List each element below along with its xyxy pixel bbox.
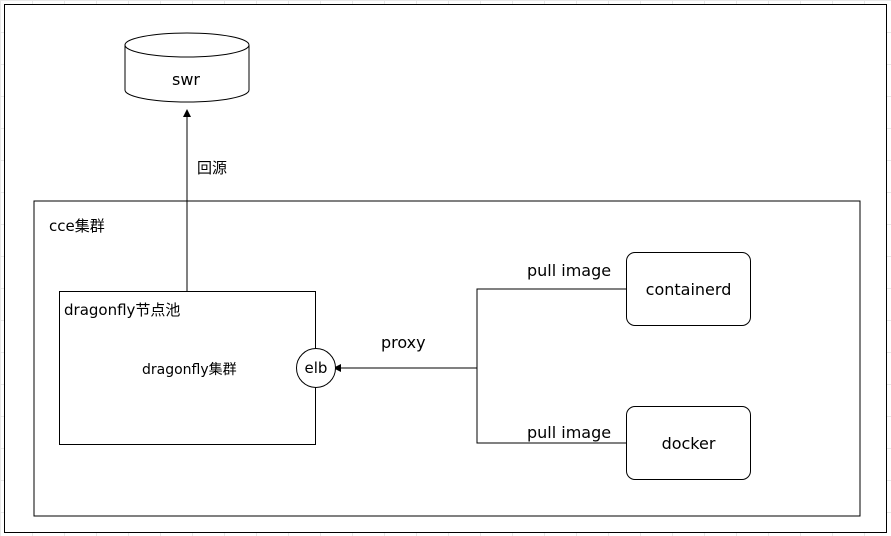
containerd-node: containerd: [626, 252, 751, 326]
docker-connector: [476, 368, 626, 444]
pull-image-label-top: pull image: [527, 261, 612, 280]
dragonfly-cluster-label: dragonfly集群: [142, 362, 237, 378]
pull-image-label-bottom: pull image: [527, 423, 612, 442]
node-pool-label: dragonfly节点池: [64, 301, 181, 319]
back-to-source-label: 回源: [197, 159, 228, 177]
elb-node: elb: [296, 348, 336, 388]
docker-node: docker: [626, 406, 751, 480]
containerd-label: containerd: [645, 279, 732, 299]
containerd-connector: [476, 288, 626, 368]
docker-label: docker: [661, 433, 716, 453]
dragonfly-node-pool: dragonfly节点池 dragonfly集群: [59, 291, 316, 445]
cce-cluster-container: [33, 200, 861, 517]
proxy-label: proxy: [381, 333, 426, 352]
swr-cylinder: [124, 32, 250, 103]
swr-label: swr: [172, 70, 200, 89]
elb-label: elb: [304, 359, 328, 377]
cce-cluster-label: cce集群: [49, 217, 105, 235]
